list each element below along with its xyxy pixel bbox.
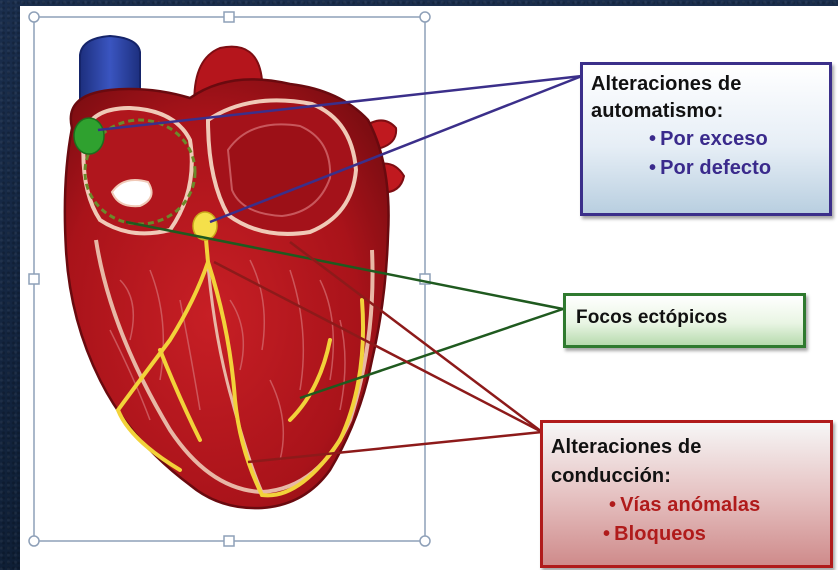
automatismo-title-line2: automatismo: xyxy=(591,98,821,125)
focos-title: Focos ectópicos xyxy=(576,307,727,328)
automatismo-title-line1: Alteraciones de xyxy=(591,71,821,98)
automatismo-box: Alteraciones de automatismo: •Por exceso… xyxy=(580,62,832,216)
left-atrium-inner xyxy=(228,124,330,216)
automatismo-item: •Por exceso xyxy=(591,125,821,154)
conduccion-title-line1: Alteraciones de xyxy=(551,433,822,462)
conduccion-box: Alteraciones de conducción: •Vías anómal… xyxy=(540,420,833,568)
conduccion-title-line2: conducción: xyxy=(551,462,822,491)
sa-node-marker xyxy=(74,118,104,154)
automatismo-item: •Por defecto xyxy=(591,154,821,183)
conduccion-item: •Bloqueos xyxy=(551,520,822,549)
conduccion-item: •Vías anómalas xyxy=(551,491,822,520)
focos-box: Focos ectópicos xyxy=(563,293,806,348)
